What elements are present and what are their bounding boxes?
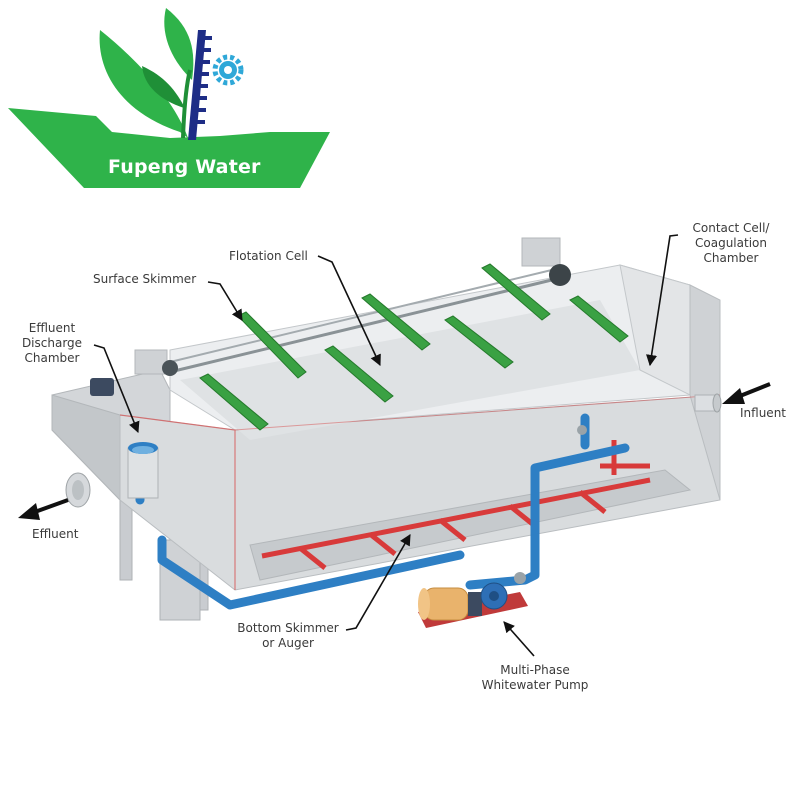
logo-comb bbox=[188, 30, 212, 140]
leader-pump bbox=[503, 621, 535, 657]
skimmer-flight bbox=[444, 315, 514, 369]
effluent-arrow bbox=[18, 498, 69, 520]
label-whitewater-pump: Multi-Phase Whitewater Pump bbox=[481, 663, 589, 692]
leader-surface-skimmer bbox=[207, 281, 243, 321]
label-flotation-cell: Flotation Cell bbox=[229, 249, 308, 263]
surface-skimmer bbox=[90, 263, 629, 431]
skimmer-flight bbox=[237, 311, 307, 379]
daf-tank bbox=[51, 237, 721, 621]
skimmer-flight bbox=[324, 345, 394, 403]
logo-banner bbox=[8, 108, 330, 188]
leader-bottom-skimmer bbox=[345, 534, 411, 631]
skimmer-flight bbox=[361, 293, 431, 351]
skimmer-flight bbox=[199, 373, 269, 431]
influent-arrow bbox=[722, 382, 771, 404]
fupeng-logo bbox=[8, 8, 330, 188]
label-influent: Influent bbox=[740, 406, 787, 420]
label-surface-skimmer: Surface Skimmer bbox=[93, 272, 197, 286]
label-effluent-discharge-chamber: Effluent Discharge Chamber bbox=[21, 321, 83, 365]
logo-stem bbox=[181, 69, 192, 139]
logo-leaf-large bbox=[99, 30, 188, 138]
whitewater-pump bbox=[418, 582, 528, 628]
logo-leaf-small bbox=[142, 66, 186, 110]
skimmer-flight bbox=[569, 295, 629, 343]
brand-name: Fupeng Water bbox=[108, 156, 261, 178]
label-bottom-skimmer: Bottom Skimmer or Auger bbox=[237, 621, 339, 650]
label-contact-cell: Contact Cell/ Coagulation Chamber bbox=[692, 221, 770, 265]
whitewater-manifold bbox=[261, 440, 651, 570]
pipe-valves bbox=[514, 425, 587, 584]
influent-inlet bbox=[694, 393, 722, 413]
label-effluent: Effluent bbox=[32, 527, 79, 541]
logo-gear-icon bbox=[212, 54, 244, 86]
skimmer-flight bbox=[481, 263, 551, 321]
leader-effluent-discharge bbox=[93, 344, 140, 434]
logo-leaf-right bbox=[164, 8, 194, 80]
leader-lines bbox=[93, 234, 679, 657]
leader-contact-cell bbox=[646, 234, 679, 367]
leader-flotation-cell bbox=[317, 255, 381, 367]
effluent-discharge-unit bbox=[65, 442, 159, 508]
flow-arrows bbox=[18, 382, 771, 520]
